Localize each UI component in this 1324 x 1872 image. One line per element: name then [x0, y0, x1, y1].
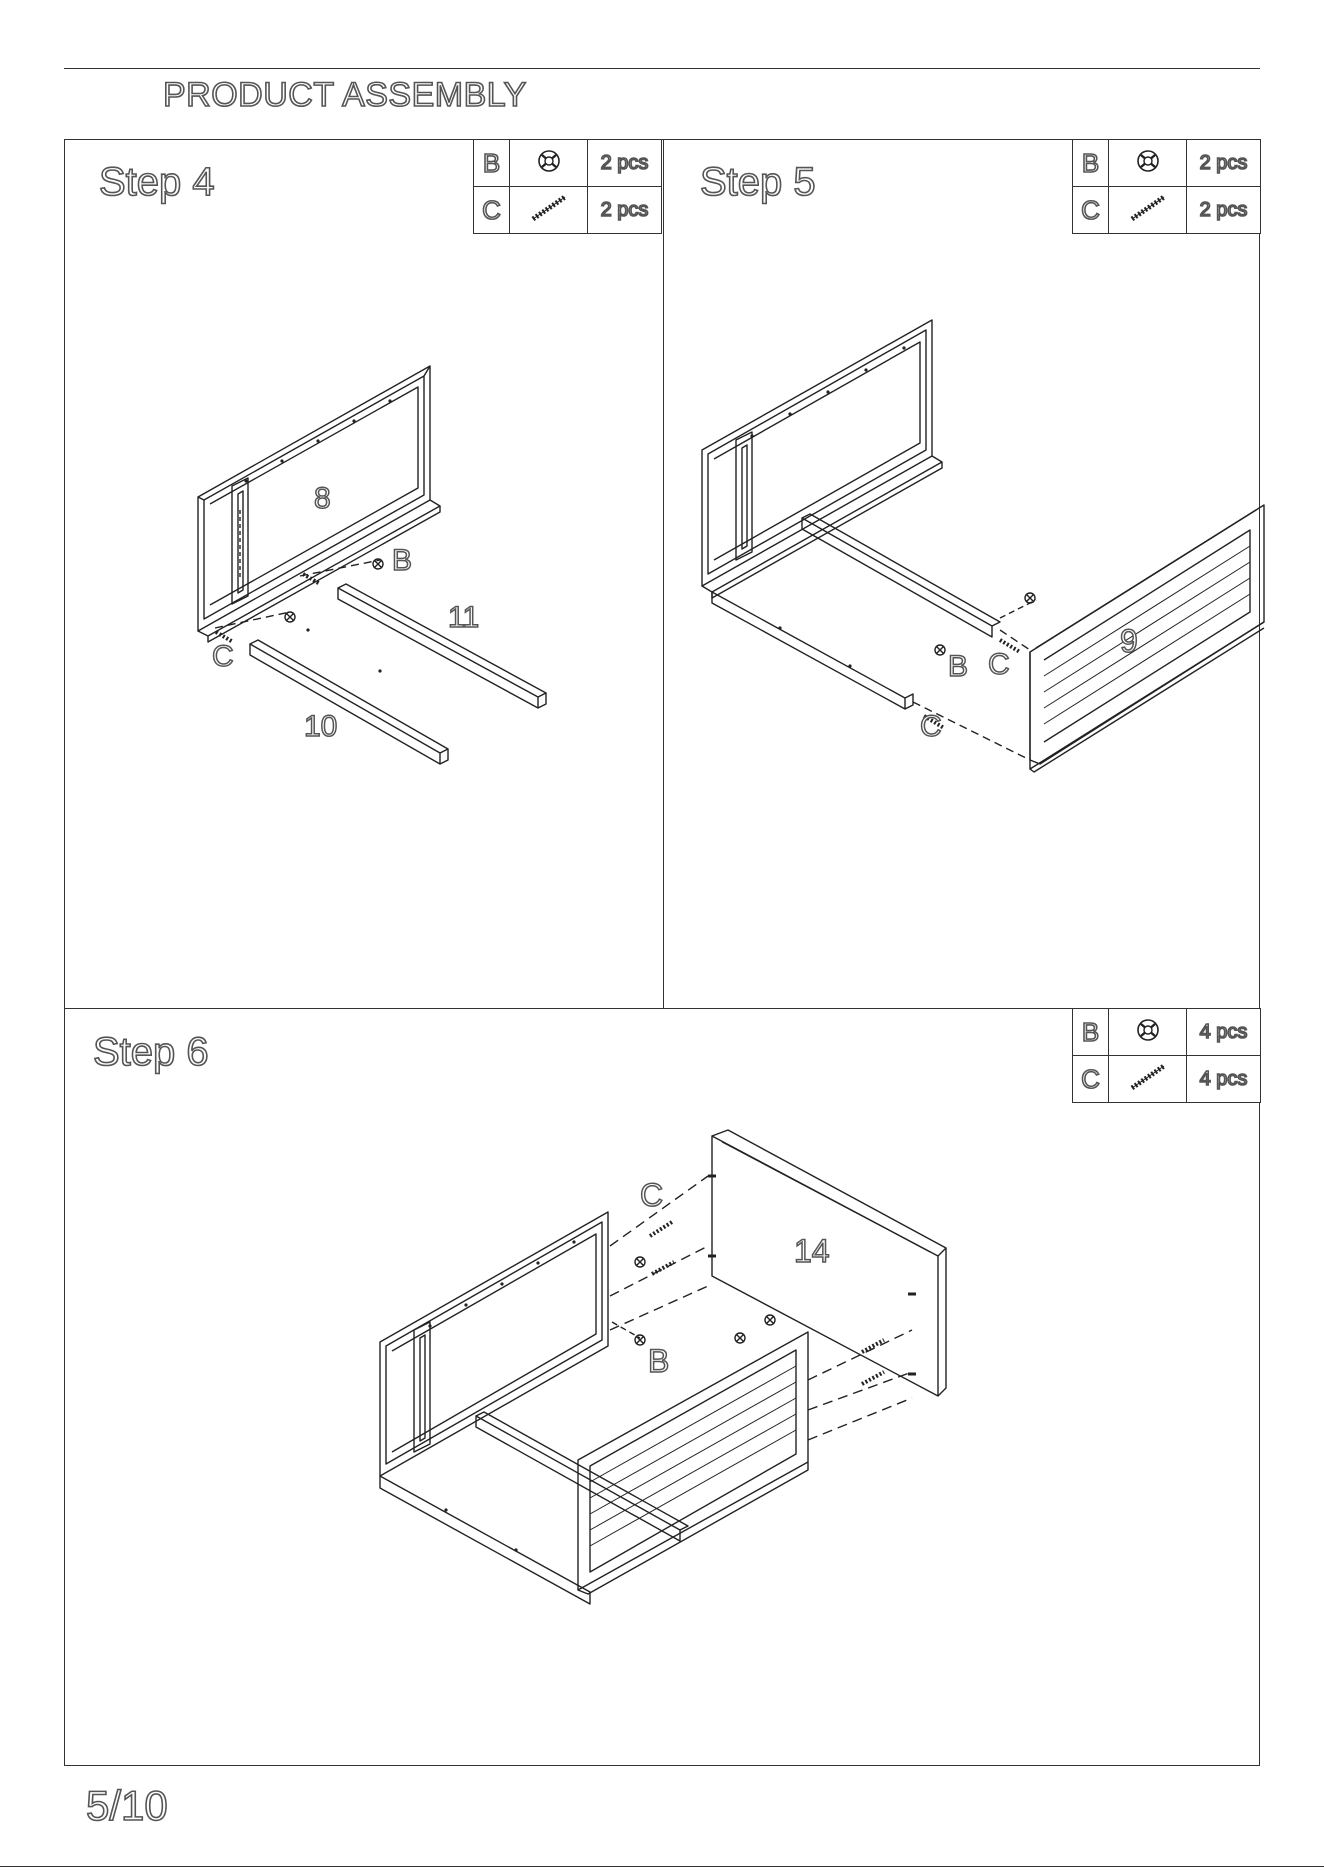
step-4-drawing: [198, 366, 546, 764]
label-c: C: [212, 640, 234, 673]
label-c: C: [988, 648, 1010, 681]
panel-9: [1030, 505, 1264, 772]
label-c: C: [640, 1177, 663, 1213]
label-b: B: [392, 544, 412, 577]
label-b: B: [948, 650, 968, 683]
step-5-drawing: [702, 320, 1264, 772]
rail-10: [250, 640, 448, 764]
label-rail-10: 10: [304, 710, 337, 743]
rail-11: [338, 584, 546, 708]
side-rail-inner: [802, 514, 1000, 637]
back-panel: [702, 320, 942, 598]
label-b: B: [648, 1343, 669, 1379]
label-rail-11: 11: [448, 601, 479, 634]
side-rail-outer: [712, 592, 913, 709]
footer-rule: [0, 1866, 1324, 1867]
page-number: 5/10: [86, 1782, 168, 1830]
cabinet-front: [578, 1332, 808, 1594]
label-panel-8: 8: [314, 482, 331, 515]
label-c: C: [920, 710, 942, 743]
label-panel-14: 14: [794, 1233, 830, 1269]
label-panel-9: 9: [1120, 623, 1138, 659]
